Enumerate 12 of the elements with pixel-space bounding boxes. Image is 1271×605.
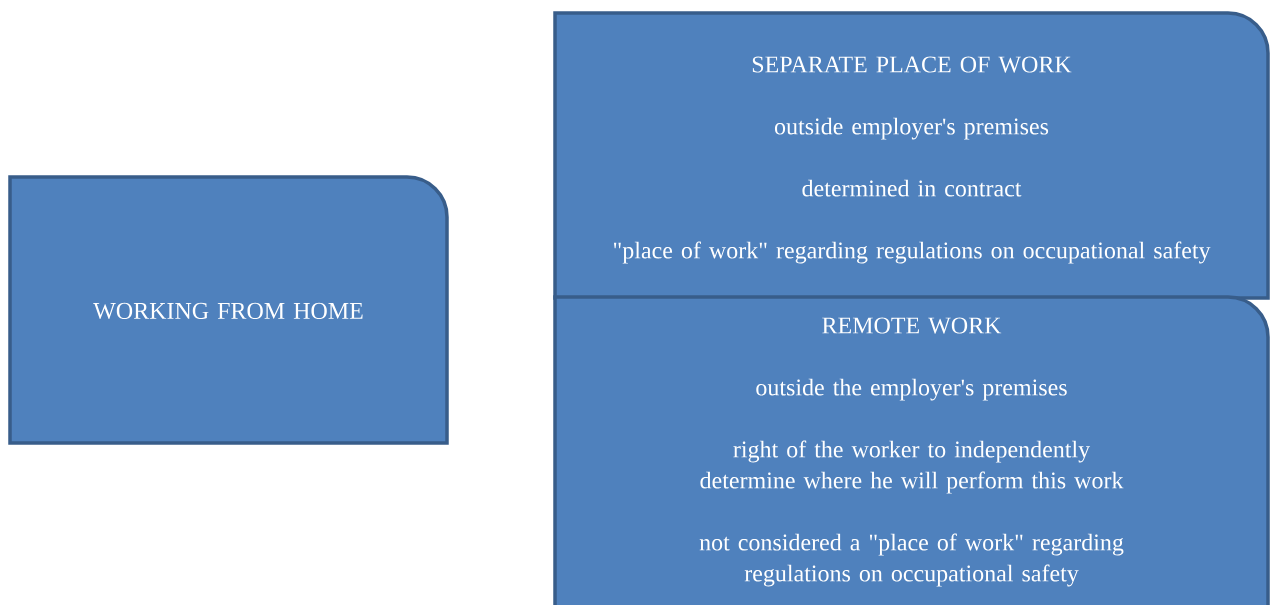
box-heading: SEPARATE PLACE OF WORK xyxy=(752,56,1072,73)
box-text: outside employer's premises xyxy=(774,117,1049,140)
box-text: right of the worker to independently determine where he will perform this work xyxy=(700,440,1124,494)
text-box xyxy=(553,11,1270,300)
box-text: not considered a "place of work" regarding regulations on occupational safety xyxy=(699,533,1124,587)
box-text: outside the employer's premises xyxy=(756,378,1067,401)
box-text: "place of work" regarding regulations on occupational safety xyxy=(614,241,1211,264)
box-heading: REMOTE WORK xyxy=(822,317,1002,334)
box-heading: WORKING FROM HOME xyxy=(93,302,363,320)
box-text: determined in contract xyxy=(802,179,1022,197)
text-box xyxy=(553,295,1270,605)
text-box xyxy=(8,175,449,445)
